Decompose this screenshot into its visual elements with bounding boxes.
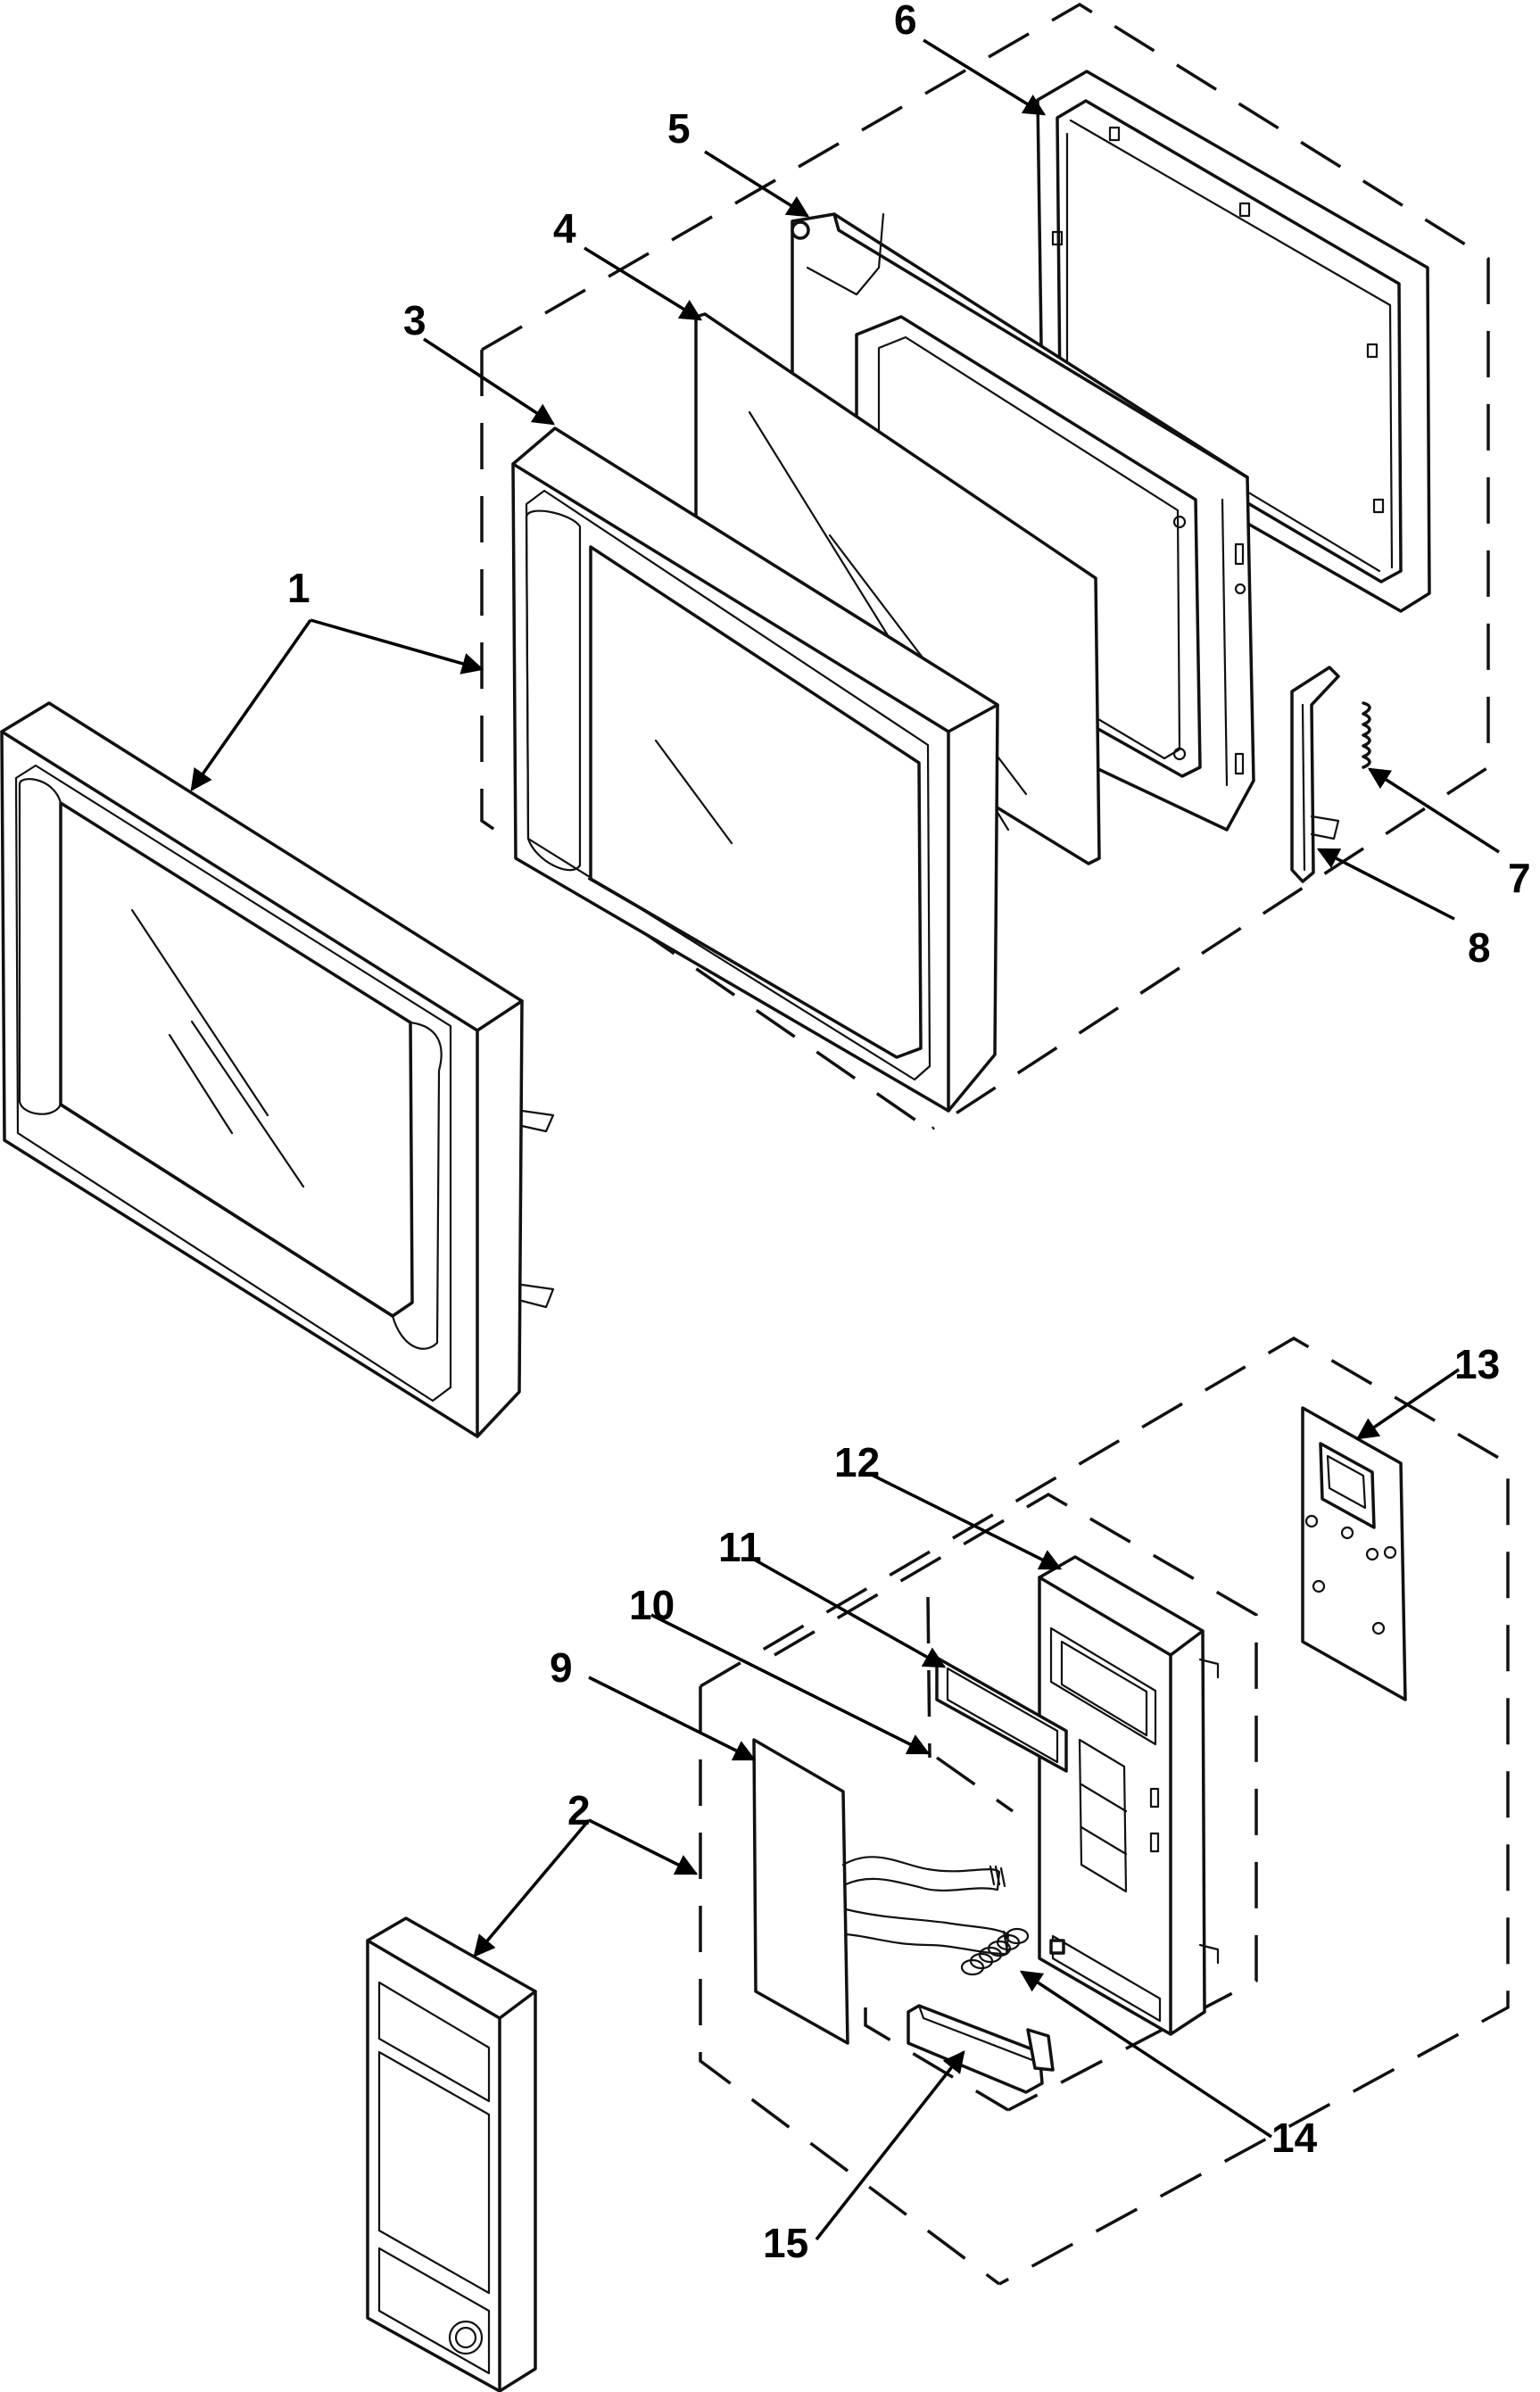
callout-15: 15 bbox=[763, 2220, 808, 2266]
leader-13 bbox=[1355, 1368, 1460, 1440]
callout-leader-lines bbox=[190, 38, 1500, 2241]
callout-8: 8 bbox=[1468, 924, 1491, 971]
callout-1: 1 bbox=[287, 565, 310, 611]
leader-1b bbox=[310, 618, 484, 675]
part-12-control-panel-frame bbox=[1038, 1555, 1220, 2036]
callout-5: 5 bbox=[667, 105, 691, 152]
leader-5 bbox=[704, 150, 810, 218]
part-1-outer-door bbox=[0, 701, 555, 1438]
leader-2b bbox=[588, 1818, 699, 1875]
callout-13: 13 bbox=[1454, 1341, 1500, 1387]
callout-9: 9 bbox=[550, 1644, 573, 1691]
part-15-door-release-button bbox=[907, 2004, 1055, 2094]
leader-14 bbox=[1019, 1970, 1272, 2139]
leader-7 bbox=[1367, 767, 1500, 854]
part-14-button-spring bbox=[960, 1927, 1030, 1976]
part-11-display-window bbox=[935, 1656, 1068, 1773]
leader-8 bbox=[1316, 848, 1455, 921]
control-assembly-dashed-outlines bbox=[699, 1336, 1510, 2286]
callout-2: 2 bbox=[567, 1787, 591, 1833]
callout-10: 10 bbox=[629, 1582, 675, 1628]
callout-11: 11 bbox=[718, 1524, 762, 1570]
leader-6 bbox=[923, 38, 1047, 116]
part-3-door-frame bbox=[511, 426, 999, 1113]
leader-1a bbox=[190, 618, 312, 792]
part-8-latch-lever bbox=[1290, 666, 1340, 883]
leader-3 bbox=[423, 337, 556, 426]
leader-9 bbox=[588, 1676, 757, 1761]
part-13-control-board bbox=[1301, 1406, 1407, 1701]
callout-3: 3 bbox=[403, 297, 426, 343]
leader-12 bbox=[869, 1472, 1063, 1570]
door-assembly-dashed-outline bbox=[480, 2, 1490, 1130]
part-2-control-panel-overlay bbox=[366, 1916, 537, 2392]
part-9-membrane-keypad bbox=[752, 1738, 1010, 2045]
leader-15 bbox=[815, 2050, 965, 2241]
callout-labels: 1 2 3 4 5 6 7 8 9 10 11 12 13 14 15 bbox=[287, 0, 1531, 2266]
callout-6: 6 bbox=[894, 0, 917, 43]
callout-7: 7 bbox=[1508, 855, 1531, 901]
callout-4: 4 bbox=[553, 205, 576, 252]
part-7-latch-spring bbox=[1362, 701, 1371, 769]
callout-14: 14 bbox=[1271, 2115, 1318, 2161]
leader-2a bbox=[473, 1818, 591, 1957]
leader-11 bbox=[749, 1555, 947, 1668]
callout-12: 12 bbox=[834, 1439, 880, 1486]
leader-10 bbox=[650, 1613, 931, 1755]
leader-4 bbox=[584, 246, 703, 321]
